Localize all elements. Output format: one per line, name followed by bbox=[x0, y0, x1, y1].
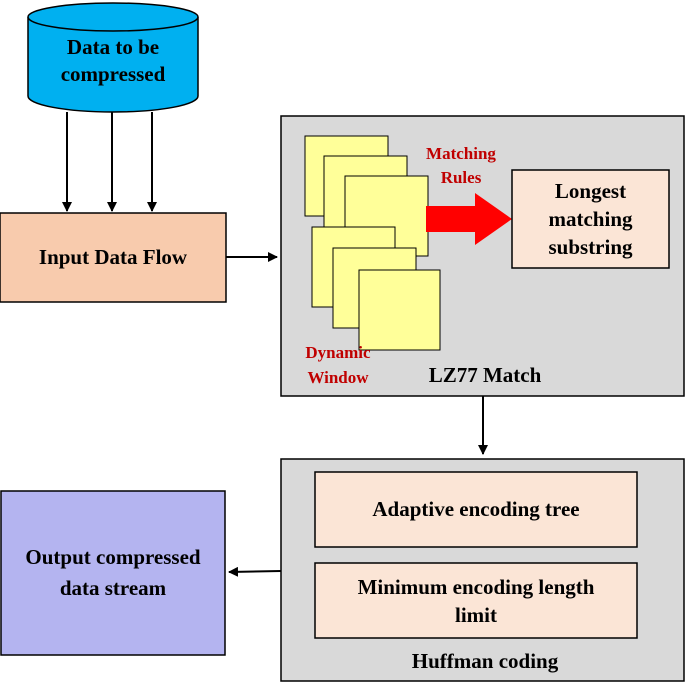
input-data-flow-box bbox=[0, 212, 227, 303]
dynamic-window-line2: Window bbox=[307, 368, 369, 387]
lz77-title: LZ77 Match bbox=[428, 362, 542, 387]
matching-rules-line1: Matching bbox=[426, 144, 496, 163]
data-source-cylinder bbox=[27, 2, 199, 113]
data-source-line2: compressed bbox=[60, 62, 166, 86]
adaptive-tree-box bbox=[314, 471, 638, 548]
arrow-huffman-to-output bbox=[228, 566, 282, 577]
longest-matching-box bbox=[511, 169, 670, 269]
output-line2: data stream bbox=[59, 576, 167, 600]
longest-matching-label: Longest matching substring bbox=[512, 170, 669, 268]
data-source-line1: Data to be bbox=[66, 35, 160, 59]
output-line1: Output compressed bbox=[25, 545, 201, 569]
matching-rules-label: Matching Rules bbox=[410, 140, 512, 192]
longest-matching-line1: Longest bbox=[554, 179, 627, 203]
huffman-title: Huffman coding bbox=[411, 648, 559, 673]
output-box bbox=[0, 490, 226, 656]
matching-rules-line2: Rules bbox=[440, 168, 482, 187]
longest-matching-line2: matching bbox=[548, 207, 633, 231]
input-data-flow-label: Input Data Flow bbox=[38, 245, 188, 269]
min-length-line1: Minimum encoding length bbox=[357, 574, 595, 599]
min-length-label: Minimum encoding length limit bbox=[315, 563, 637, 638]
longest-matching-line3: substring bbox=[548, 235, 633, 259]
min-length-box bbox=[314, 562, 638, 639]
dynamic-window-line1: Dynamic bbox=[305, 343, 371, 362]
min-length-line2: limit bbox=[455, 602, 497, 627]
output-label: Output compressed data stream bbox=[1, 491, 225, 655]
dynamic-window-pages bbox=[304, 135, 441, 351]
data-source-label: Data to be compressed bbox=[28, 30, 198, 92]
matching-rules-arrow bbox=[426, 193, 512, 245]
adaptive-tree-label: Adaptive encoding tree bbox=[372, 497, 580, 521]
dynamic-window-label: Dynamic Window bbox=[288, 338, 388, 392]
